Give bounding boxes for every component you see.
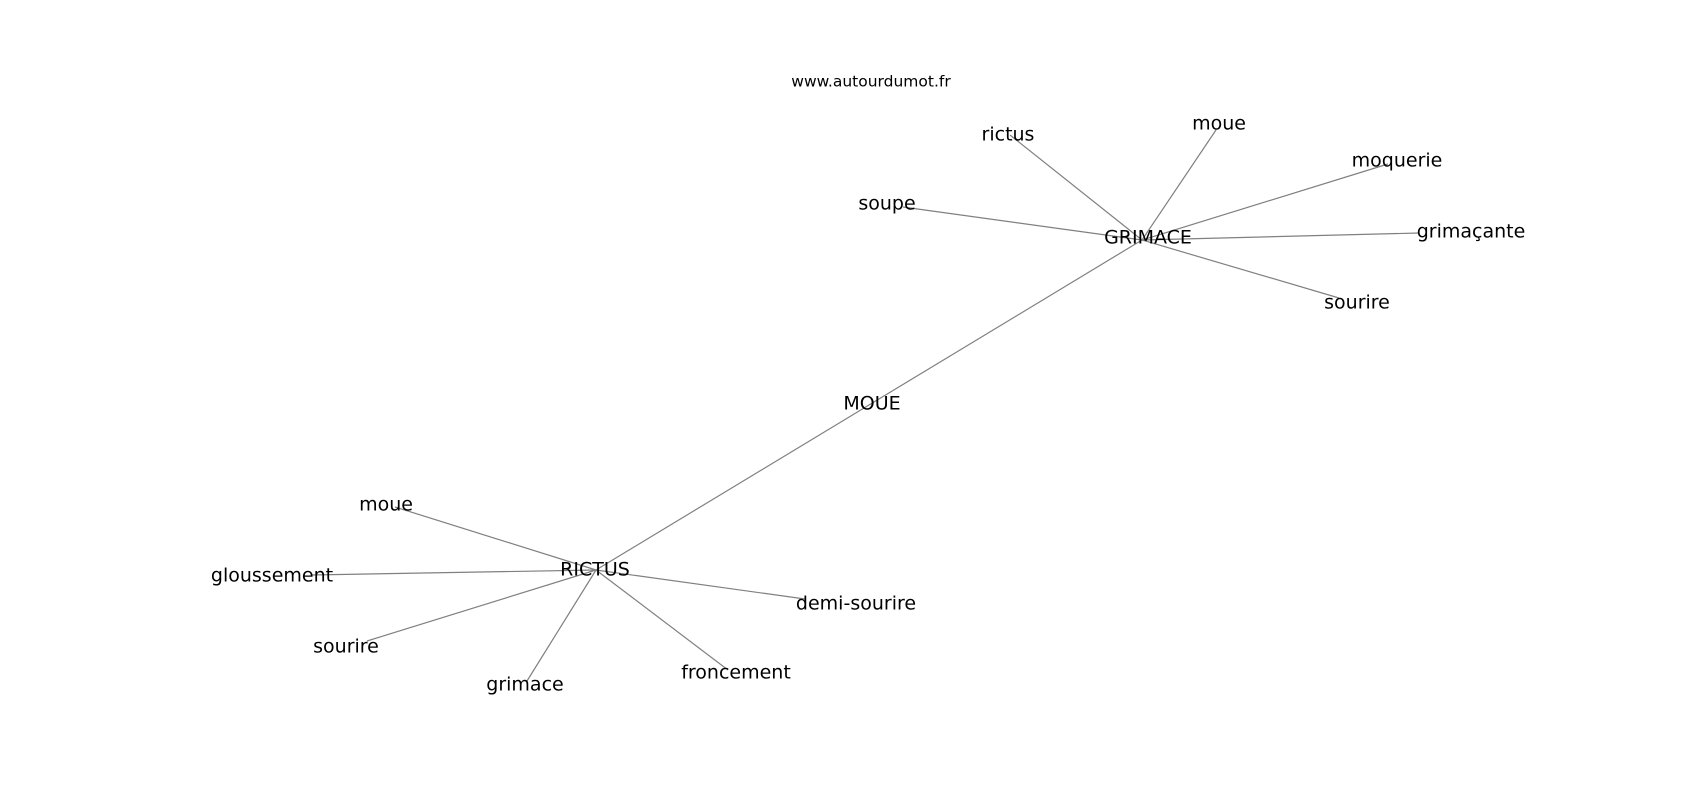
- edge-grimace-hub-g-moquerie: [1141, 163, 1389, 241]
- node-r-grimace[interactable]: grimace: [486, 674, 563, 696]
- node-g-rictus[interactable]: rictus: [982, 124, 1035, 146]
- edge-grimace-hub-g-soupe: [902, 206, 1143, 241]
- node-r-sourire[interactable]: sourire: [313, 636, 379, 658]
- node-rictus-hub[interactable]: RICTUS: [560, 559, 630, 581]
- edge-grimace-hub-g-grimacante: [1141, 232, 1420, 241]
- edge-rictus-hub-r-moue: [394, 506, 597, 571]
- node-g-sourire[interactable]: sourire: [1324, 292, 1390, 314]
- node-g-moue[interactable]: moue: [1192, 113, 1246, 135]
- edge-rictus-hub-r-demi-sourire: [595, 569, 806, 600]
- edge-rictus-hub-r-sourire: [366, 569, 597, 642]
- source-watermark: www.autourdumot.fr: [791, 73, 951, 91]
- node-g-grimacante[interactable]: grimaçante: [1417, 221, 1526, 243]
- graph-edges: [310, 129, 1420, 682]
- edge-rictus-hub-r-gloussement: [310, 569, 597, 576]
- edge-rictus-hub-r-froncement: [595, 569, 729, 671]
- edge-rictus-hub-r-grimace: [526, 569, 597, 682]
- graph-nodes: MOUE GRIMACE RICTUS rictus moue moquerie soupe…: [211, 113, 1525, 696]
- node-r-moue[interactable]: moue: [359, 494, 413, 516]
- node-r-gloussement[interactable]: gloussement: [211, 565, 333, 587]
- node-moue-center[interactable]: MOUE: [843, 393, 900, 415]
- node-g-moquerie[interactable]: moquerie: [1352, 150, 1443, 172]
- edge-grimace-hub-g-rictus: [1009, 134, 1143, 241]
- edge-grimace-hub-g-sourire: [1141, 239, 1340, 299]
- edge-grimace-hub-rictus-hub: [595, 239, 1143, 571]
- node-r-demi-sourire[interactable]: demi-sourire: [796, 593, 916, 615]
- node-g-soupe[interactable]: soupe: [858, 193, 915, 215]
- edge-grimace-hub-g-moue: [1141, 129, 1217, 241]
- node-r-froncement[interactable]: froncement: [681, 662, 791, 684]
- node-grimace-hub[interactable]: GRIMACE: [1104, 227, 1192, 249]
